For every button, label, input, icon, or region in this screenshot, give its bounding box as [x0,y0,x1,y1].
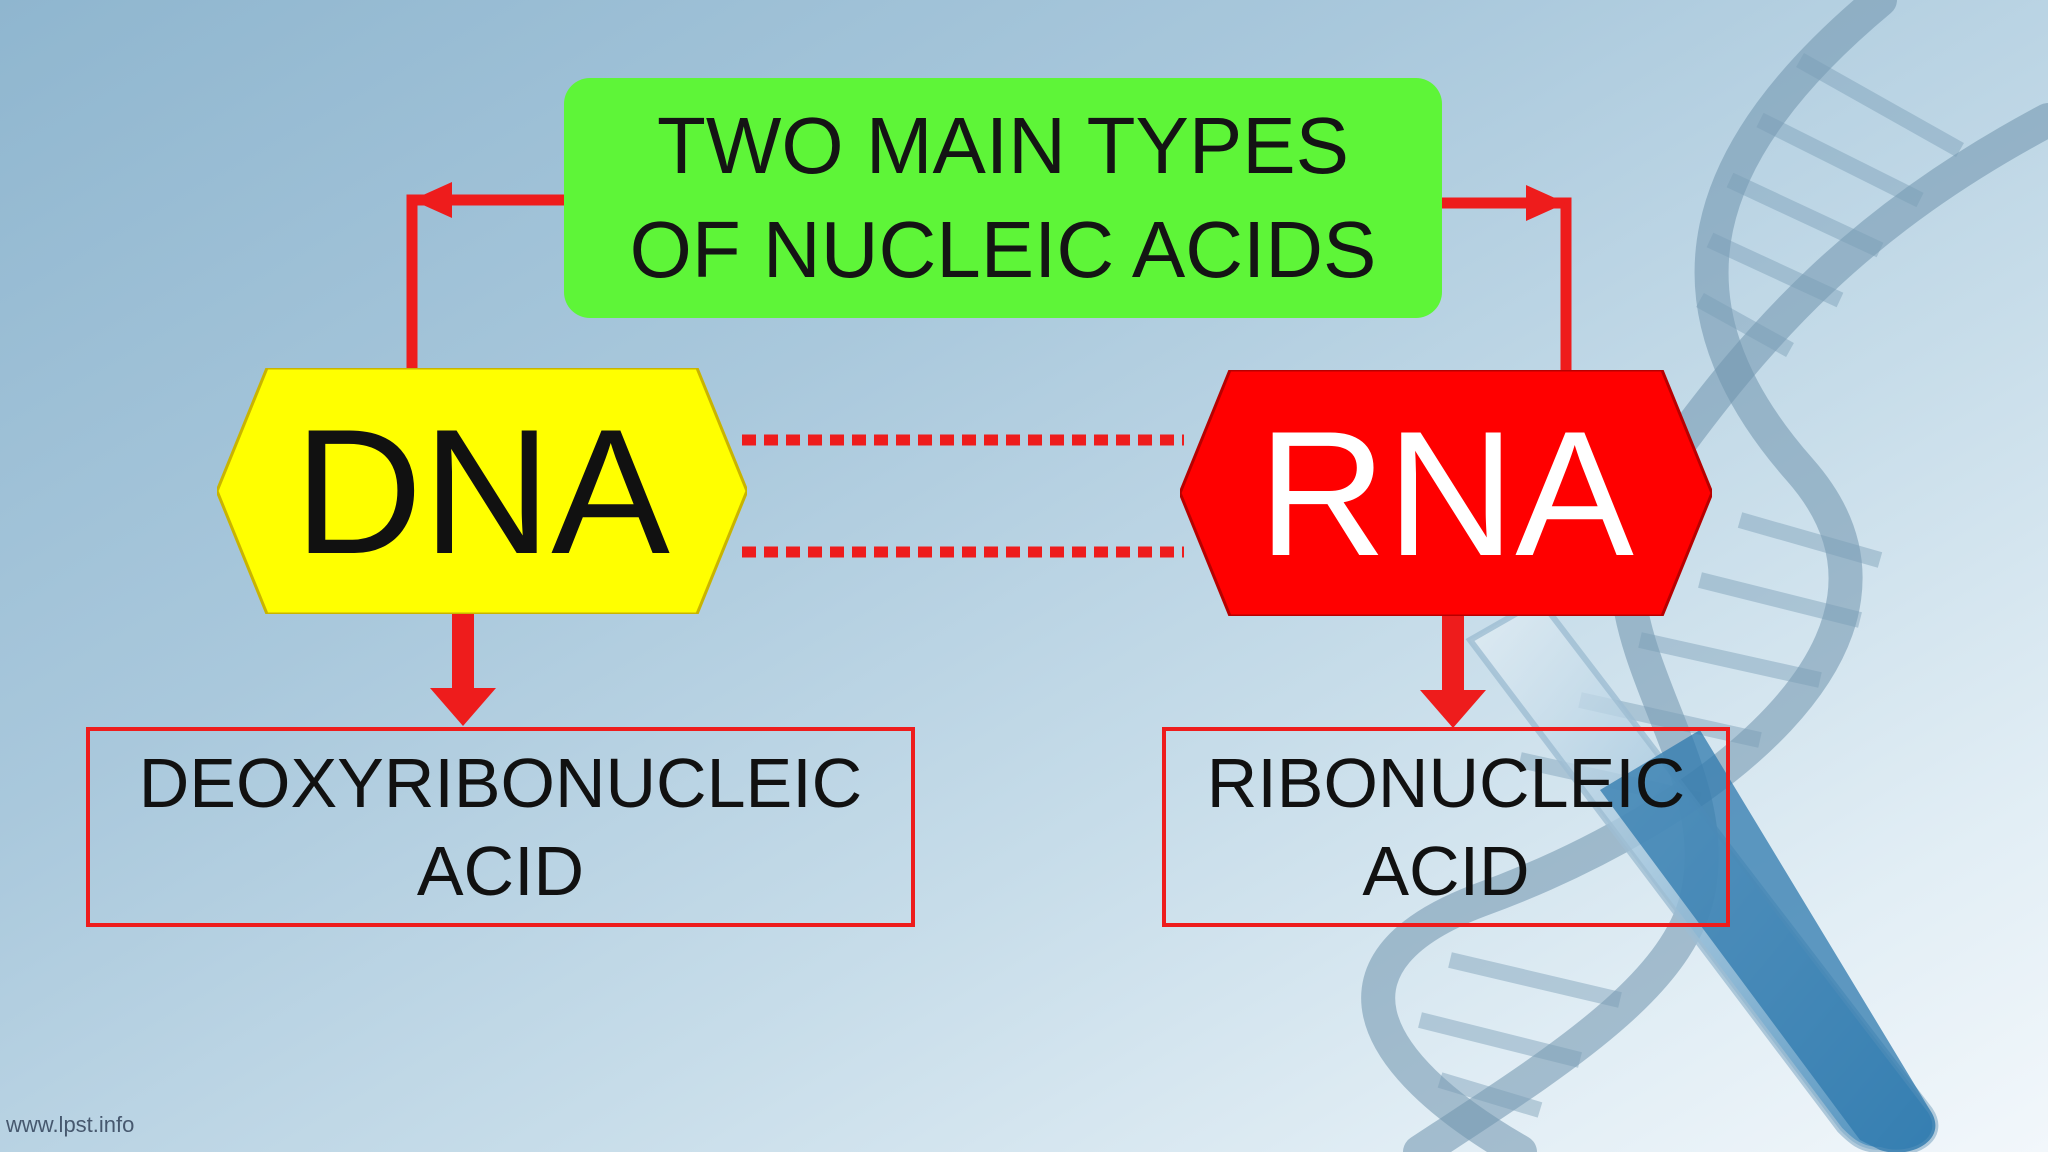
rna-label: RNA [1258,393,1634,593]
title-box: TWO MAIN TYPES OF NUCLEIC ACIDS [564,78,1442,318]
helix-strands [1361,0,2048,1152]
right-arrowhead-icon [1526,185,1566,221]
diagram-title: TWO MAIN TYPES OF NUCLEIC ACIDS [630,94,1377,302]
dna-full-name-line-2: ACID [416,832,585,910]
title-line-1: TWO MAIN TYPES [657,101,1349,190]
title-line-2: OF NUCLEIC ACIDS [629,205,1377,294]
rna-full-name-line-1: RIBONUCLEIC [1206,744,1686,822]
rna-hexagon [1180,370,1712,616]
dna-label: DNA [294,391,670,591]
rna-down-arrow-icon [1420,690,1486,728]
dna-full-name-box: DEOXYRIBONUCLEIC ACID [86,727,915,927]
rna-node: RNA [1180,370,1712,616]
rna-full-name-line-2: ACID [1362,832,1530,910]
dna-full-name: DEOXYRIBONUCLEIC ACID [139,739,862,915]
dna-node: DNA [217,368,747,614]
rna-full-name-box: RIBONUCLEIC ACID [1162,727,1730,927]
title-to-rna-connector [1442,197,1572,372]
dna-down-arrow-icon [430,688,496,726]
watermark-text: www.lpst.info [6,1112,135,1137]
dna-down-arrow-shaft [452,614,474,688]
dna-hexagon [217,368,747,614]
rna-full-name: RIBONUCLEIC ACID [1207,739,1685,915]
left-arrowhead-icon [412,182,452,218]
dna-full-name-line-1: DEOXYRIBONUCLEIC [138,744,863,822]
title-to-dna-connector [406,194,564,370]
rna-down-arrow-shaft [1442,616,1464,690]
